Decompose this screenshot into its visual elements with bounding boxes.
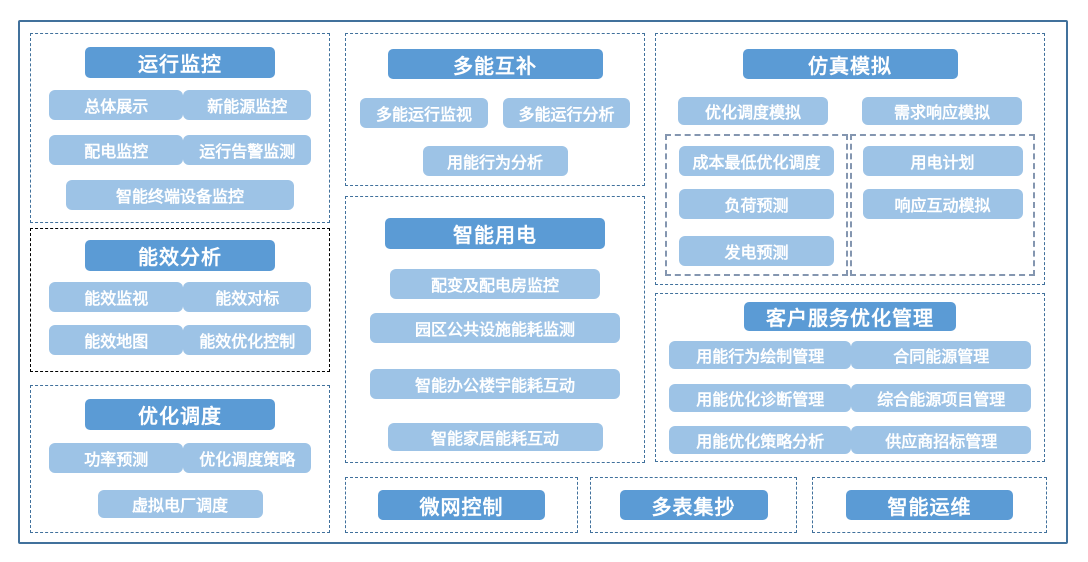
module-item: 虚拟电厂调度 xyxy=(97,490,263,518)
simulation-subgroup-power-plan: 用电计划 响应互动模拟 xyxy=(850,134,1035,276)
section-smart-power-use: 智能用电 配变及配电房监控 园区公共设施能耗监测 智能办公楼宇能耗互动 智能家居… xyxy=(345,196,645,463)
section-micro-grid-control: 微网控制 xyxy=(345,477,578,533)
module-item: 配变及配电房监控 xyxy=(390,269,600,299)
section-header-multi-meter-reading: 多表集抄 xyxy=(619,490,768,520)
module-item: 智能办公楼宇能耗互动 xyxy=(370,369,620,399)
section-customer-service-optimization: 客户服务优化管理 用能行为绘制管理 合同能源管理 用能优化诊断管理 综合能源项目… xyxy=(655,293,1045,462)
section-header-energy-efficiency-analysis: 能效分析 xyxy=(85,240,275,271)
module-item: 多能运行监视 xyxy=(360,98,488,128)
module-item: 用能优化策略分析 xyxy=(669,426,852,454)
module-item: 园区公共设施能耗监测 xyxy=(370,313,620,343)
module-item: 能效监视 xyxy=(49,282,184,312)
module-item: 用能优化诊断管理 xyxy=(669,384,852,412)
module-item: 用能行为绘制管理 xyxy=(669,341,852,369)
module-item: 智能终端设备监控 xyxy=(66,180,294,210)
section-simulation: 仿真模拟 优化调度模拟 需求响应模拟 成本最低优化调度 负荷预测 发电预测 用电… xyxy=(655,33,1045,285)
module-item: 新能源监控 xyxy=(183,90,311,120)
section-header-smart-power-use: 智能用电 xyxy=(385,218,605,249)
module-item: 用电计划 xyxy=(862,146,1023,176)
section-energy-efficiency-analysis: 能效分析 能效监视 能效对标 能效地图 能效优化控制 xyxy=(30,228,330,372)
section-header-smart-operation-maintenance: 智能运维 xyxy=(846,490,1013,520)
section-header-customer-service-optimization: 客户服务优化管理 xyxy=(744,302,956,331)
module-item: 需求响应模拟 xyxy=(862,97,1022,125)
section-operation-monitoring: 运行监控 总体展示 新能源监控 配电监控 运行告警监测 智能终端设备监控 xyxy=(30,33,330,223)
module-item: 综合能源项目管理 xyxy=(851,384,1031,412)
section-header-simulation: 仿真模拟 xyxy=(742,49,958,79)
section-multi-energy-complementation: 多能互补 多能运行监视 多能运行分析 用能行为分析 xyxy=(345,33,645,186)
section-optimal-dispatch: 优化调度 功率预测 优化调度策略 虚拟电厂调度 xyxy=(30,385,330,533)
section-multi-meter-reading: 多表集抄 xyxy=(590,477,797,533)
module-item: 功率预测 xyxy=(49,443,184,473)
module-item: 配电监控 xyxy=(49,135,184,165)
module-item: 供应商招标管理 xyxy=(851,426,1031,454)
section-header-optimal-dispatch: 优化调度 xyxy=(85,399,275,430)
module-item: 能效地图 xyxy=(49,325,184,355)
module-item: 多能运行分析 xyxy=(503,98,630,128)
module-item: 优化调度策略 xyxy=(183,443,311,473)
section-header-micro-grid-control: 微网控制 xyxy=(378,490,545,520)
module-item: 智能家居能耗互动 xyxy=(387,423,603,451)
module-item: 成本最低优化调度 xyxy=(679,146,834,176)
section-header-multi-energy-complementation: 多能互补 xyxy=(387,49,603,79)
module-item: 发电预测 xyxy=(679,236,834,266)
simulation-subgroup-cost-forecast: 成本最低优化调度 负荷预测 发电预测 xyxy=(665,134,848,276)
module-item: 负荷预测 xyxy=(679,189,834,219)
module-item: 总体展示 xyxy=(49,90,184,120)
section-smart-operation-maintenance: 智能运维 xyxy=(812,477,1047,533)
module-item: 能效优化控制 xyxy=(183,325,311,355)
module-item: 响应互动模拟 xyxy=(862,189,1023,219)
module-item: 能效对标 xyxy=(183,282,311,312)
module-item: 运行告警监测 xyxy=(183,135,311,165)
module-item: 用能行为分析 xyxy=(422,146,568,176)
module-item: 合同能源管理 xyxy=(851,341,1031,369)
section-header-operation-monitoring: 运行监控 xyxy=(85,47,275,78)
module-item: 优化调度模拟 xyxy=(678,97,828,125)
